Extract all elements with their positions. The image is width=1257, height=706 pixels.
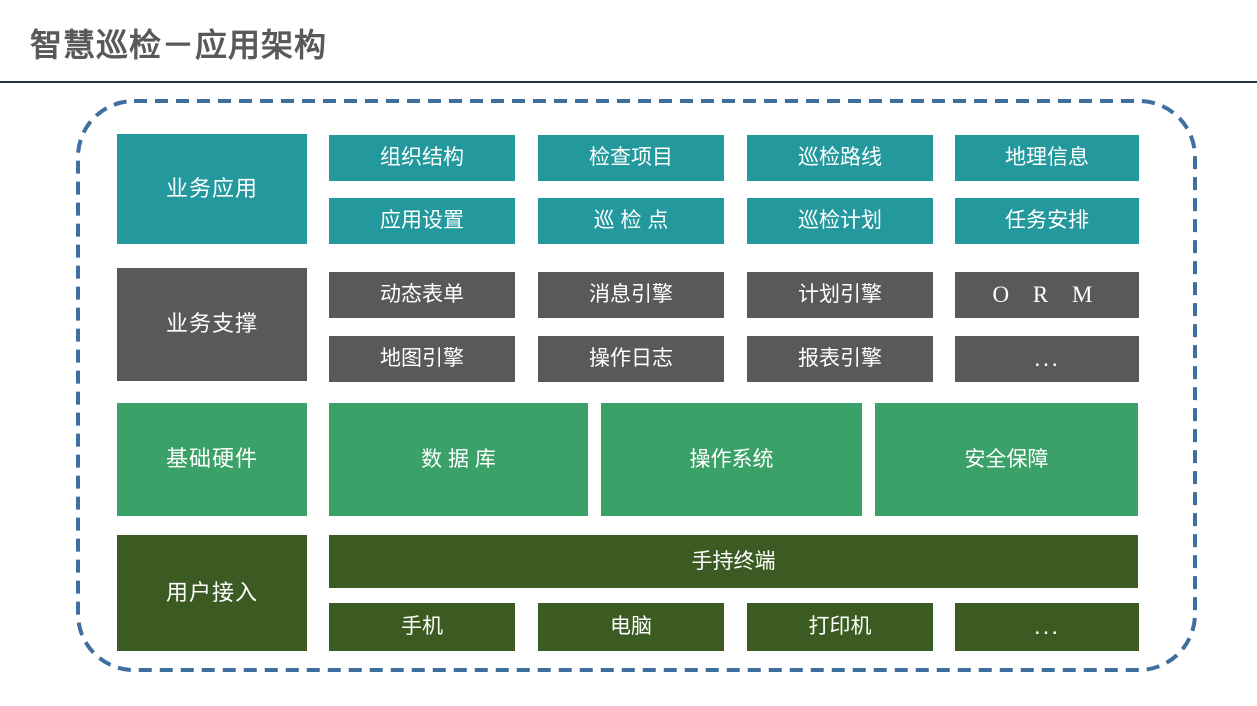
box-patrol-route: 巡检路线	[747, 135, 933, 181]
box-handheld-terminal: 手持终端	[329, 535, 1138, 588]
layer-label-basic-hardware: 基础硬件	[117, 403, 307, 516]
box-security: 安全保障	[875, 403, 1138, 516]
box-computer: 电脑	[538, 603, 724, 651]
layer-label-business-support: 业务支撑	[117, 268, 307, 381]
title-divider	[0, 81, 1257, 83]
box-operating-system: 操作系统	[601, 403, 862, 516]
box-message-engine: 消息引擎	[538, 272, 724, 318]
box-inspection-items: 检查项目	[538, 135, 724, 181]
box-dynamic-form: 动态表单	[329, 272, 515, 318]
box-printer: 打印机	[747, 603, 933, 651]
box-task-schedule: 任务安排	[955, 198, 1139, 244]
box-geo-info: 地理信息	[955, 135, 1139, 181]
box-org-structure: 组织结构	[329, 135, 515, 181]
layer-label-business-apps: 业务应用	[117, 134, 307, 244]
box-patrol-plan: 巡检计划	[747, 198, 933, 244]
box-report-engine: 报表引擎	[747, 336, 933, 382]
box-more-support: ...	[955, 336, 1139, 382]
box-patrol-point: 巡 检 点	[538, 198, 724, 244]
layer-label-user-access: 用户接入	[117, 535, 307, 651]
box-orm: O R M	[955, 272, 1139, 318]
box-app-settings: 应用设置	[329, 198, 515, 244]
box-database: 数 据 库	[329, 403, 588, 516]
box-operation-log: 操作日志	[538, 336, 724, 382]
box-more-devices: ...	[955, 603, 1139, 651]
box-mobile-phone: 手机	[329, 603, 515, 651]
page-title: 智慧巡检－应用架构	[30, 27, 328, 63]
box-plan-engine: 计划引擎	[747, 272, 933, 318]
box-map-engine: 地图引擎	[329, 336, 515, 382]
